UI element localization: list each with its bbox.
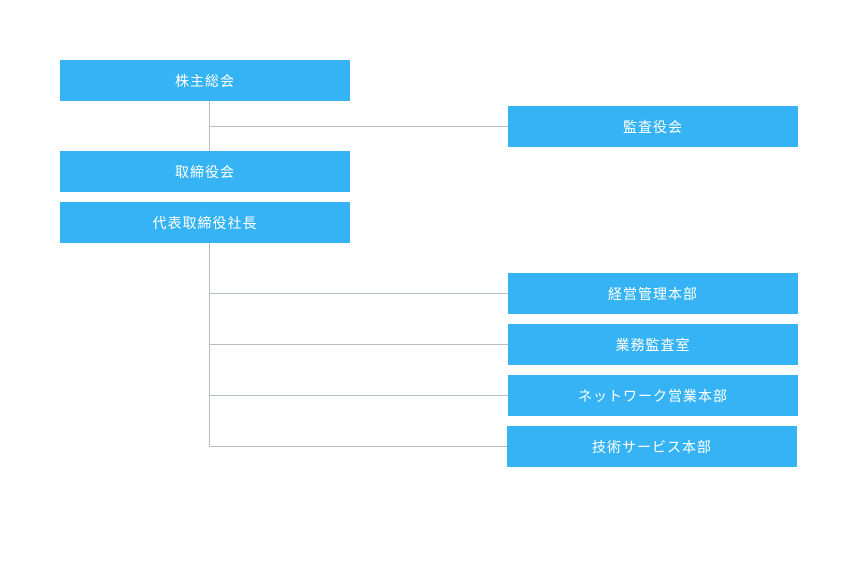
president-box: 代表取締役社長 [60,202,350,243]
division-box-management: 経営管理本部 [508,273,798,314]
connector-to-audit-board [209,126,508,127]
board-of-directors-box: 取締役会 [60,151,350,192]
connector-to-division-2 [209,344,508,345]
connector-to-division-1 [209,293,508,294]
audit-board-box: 監査役会 [508,106,798,147]
connector-to-division-3 [209,395,508,396]
division-box-internal-audit: 業務監査室 [508,324,798,365]
connector-to-division-4 [209,446,507,447]
division-box-network-sales: ネットワーク営業本部 [508,375,798,416]
shareholders-meeting-box: 株主総会 [60,60,350,101]
division-box-technical-service: 技術サービス本部 [507,426,797,467]
